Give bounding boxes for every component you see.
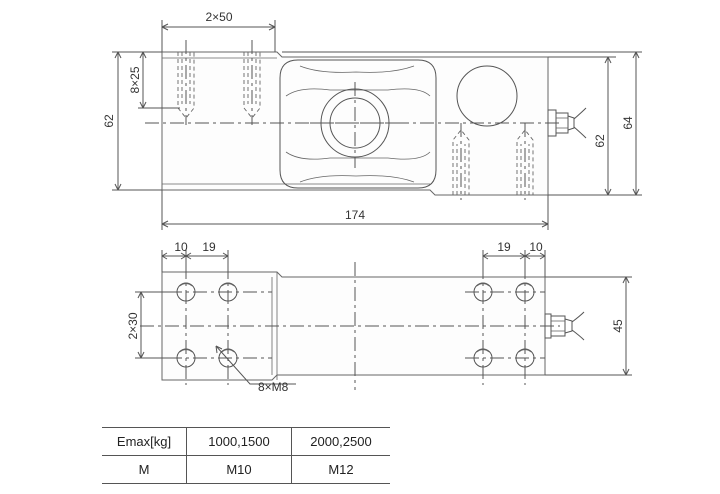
- side-view: 2×50 8×25 62 174 62 64: [102, 10, 642, 230]
- dim-right-64: 64: [621, 116, 635, 130]
- spec-header-emax: Emax[kg]: [102, 427, 187, 456]
- spec-thread-1: M10: [186, 455, 292, 484]
- dim-side-holes: 8×25: [128, 66, 142, 93]
- spec-header-range-2: 2000,2500: [291, 427, 390, 456]
- dim-left-19: 19: [202, 240, 216, 254]
- top-view: 10 19 19 10 2×30 45 8×M8: [126, 240, 632, 394]
- thread-label: 8×M8: [258, 380, 289, 394]
- dim-width-45: 45: [611, 319, 625, 333]
- side-round-hole: [456, 65, 518, 127]
- left-threaded-holes: [177, 40, 261, 125]
- spec-row-label: M: [102, 455, 187, 484]
- cable-gland-side: [547, 107, 587, 139]
- dim-right-19: 19: [497, 240, 511, 254]
- top-view-right-holes: [473, 282, 535, 368]
- spec-table-header-row: Emax[kg] 1000,1500 2000,2500: [102, 427, 390, 456]
- spec-table: Emax[kg] 1000,1500 2000,2500 M M10 M12: [102, 427, 390, 484]
- right-threaded-holes: [452, 123, 534, 200]
- dim-length-174: 174: [345, 208, 365, 222]
- top-view-left-holes: [176, 282, 238, 368]
- spec-table-thread-row: M M10 M12: [102, 455, 390, 484]
- spec-header-range-1: 1000,1500: [186, 427, 292, 456]
- dim-left-10: 10: [174, 240, 188, 254]
- spec-thread-2: M12: [328, 462, 354, 477]
- dim-right-10: 10: [529, 240, 543, 254]
- dim-height-62: 62: [102, 114, 116, 128]
- cable-gland-top: [544, 311, 585, 341]
- dim-pitch-2x30: 2×30: [126, 312, 140, 339]
- dim-right-62: 62: [593, 134, 607, 148]
- dim-top-pitch: 2×50: [205, 10, 232, 24]
- gauge-pocket: [279, 59, 437, 189]
